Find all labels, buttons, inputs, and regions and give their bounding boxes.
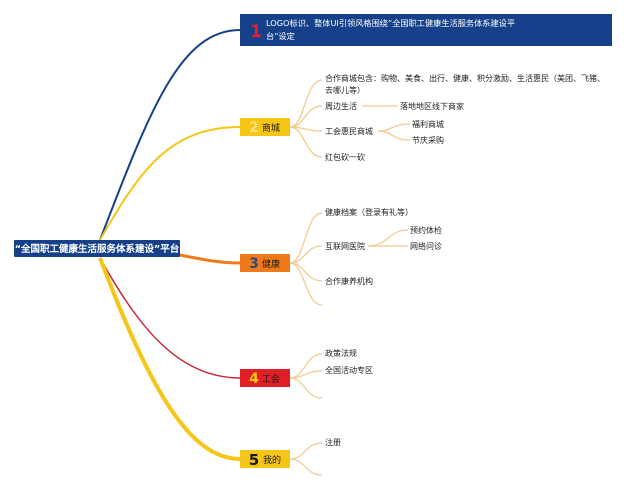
branch-mall: 2 商城: [240, 118, 290, 136]
branch-mine-number: 5: [249, 451, 259, 469]
branch-mall-label: 商城: [262, 122, 280, 134]
branch-logo-label-line2: 台”设定: [266, 31, 295, 41]
connector-health: [179, 253, 241, 265]
branch-mall-number: 2: [249, 120, 259, 136]
branch-union: 4 工会: [240, 369, 290, 387]
mall-item-partners: 合作商城包含：购物、美食、出行、健康、积分激励、生活惠民（美团、飞猪、: [325, 73, 605, 83]
branch-logo: 1 LOGO标识、整体UI引领风格围绕“全国职工健康生活服务体系建设平 台”设定: [240, 14, 612, 46]
health-item-consult: 网络问诊: [410, 241, 442, 251]
health-item-records: 健康档案（登录有礼等）: [325, 207, 413, 217]
root-node: “全国职工健康生活服务体系建设”平台: [14, 240, 180, 257]
health-item-hospital: 互联网医院: [325, 241, 365, 251]
root-label: “全国职工健康生活服务体系建设”平台: [15, 243, 180, 255]
health-item-checkup: 预约体检: [410, 225, 442, 235]
branch-logo-number: 1: [250, 22, 262, 42]
mall-item-nearby: 周边生活: [325, 101, 357, 111]
mine-item-register: 注册: [325, 437, 341, 447]
branch-mine: 5 我的: [240, 450, 290, 469]
branch-health: 3 健康: [240, 254, 290, 272]
branch-health-label: 健康: [262, 258, 280, 270]
mall-item-festival: 节庆采购: [412, 135, 444, 145]
mall-item-redpacket: 红包砍一砍: [325, 152, 365, 162]
connector-union: [99, 257, 241, 379]
connector-logo: [99, 29, 241, 241]
mall-item-union-mall: 工会惠民商城: [325, 126, 373, 136]
branch-union-label: 工会: [262, 373, 280, 385]
mall-item-welfare: 福利商城: [412, 119, 444, 129]
branch-logo-label-line1: LOGO标识、整体UI引领风格围绕“全国职工健康生活服务体系建设平: [266, 18, 515, 28]
mall-item-partners-cont: 去哪儿等）: [325, 85, 365, 95]
health-item-care: 合作康养机构: [325, 276, 373, 286]
main-connectors: [98, 29, 241, 461]
connector-mall: [99, 126, 241, 241]
sub-connectors: [289, 79, 411, 476]
branch-union-number: 4: [249, 371, 259, 387]
connector-mine: [98, 257, 241, 461]
sub-items: 合作商城包含：购物、美食、出行、健康、积分激励、生活惠民（美团、飞猪、 去哪儿等…: [325, 73, 605, 447]
union-item-policy: 政策法规: [325, 348, 357, 358]
mall-item-nearby-offline: 落地地区线下商家: [400, 101, 464, 111]
union-item-activities: 全国活动专区: [325, 365, 373, 375]
branch-mine-label: 我的: [263, 454, 281, 466]
branch-health-number: 3: [249, 256, 259, 272]
